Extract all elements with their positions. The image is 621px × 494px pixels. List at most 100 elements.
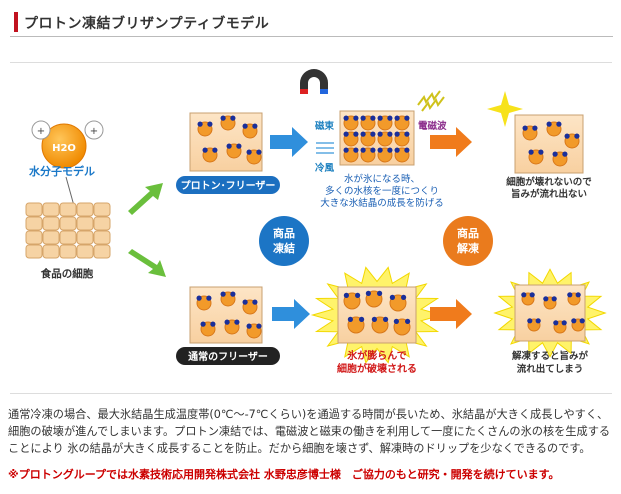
- dot: [196, 295, 202, 301]
- dot: [343, 147, 349, 153]
- dot: [564, 133, 570, 139]
- dot: [387, 131, 393, 137]
- food-cell: [25, 216, 43, 231]
- cold-air-label: 冷風: [315, 162, 335, 174]
- dot: [528, 149, 534, 155]
- dot: [383, 316, 389, 322]
- dot: [529, 292, 535, 298]
- dot: [353, 115, 359, 121]
- dot: [377, 290, 383, 296]
- burst-cells: [343, 290, 411, 336]
- food-cell: [42, 202, 60, 217]
- food-cell: [25, 230, 43, 245]
- dot: [522, 125, 528, 131]
- dot: [360, 131, 366, 137]
- dot: [546, 121, 552, 127]
- food-cell: [93, 244, 111, 259]
- food-cell: [42, 216, 60, 231]
- thaw-badge: 商品 解凍: [443, 216, 493, 266]
- page-title: プロトン凍結ブリザンプティブモデル: [24, 16, 270, 32]
- proton-cells: [197, 115, 262, 165]
- dot: [202, 147, 208, 153]
- dot: [360, 147, 366, 153]
- dot: [394, 147, 400, 153]
- dot: [377, 115, 383, 121]
- dot: [210, 321, 216, 327]
- dot: [535, 318, 541, 324]
- food-cell: [59, 202, 77, 217]
- proton-caption-2: 多くの水核を一度につくり: [325, 185, 439, 197]
- cold-air-icon: [316, 142, 334, 154]
- dot: [256, 323, 262, 329]
- proton-caption-3: 大きな氷結晶の成長を防げる: [320, 197, 444, 209]
- normal-cells: [196, 291, 262, 339]
- dot: [377, 147, 383, 153]
- proton-freezer-badge: [176, 176, 280, 194]
- dot: [242, 123, 248, 129]
- food-cell: [42, 230, 60, 245]
- dot: [370, 131, 376, 137]
- normal-result-1: 解凍すると旨みが: [512, 350, 589, 362]
- dot: [551, 296, 557, 302]
- water-molecule-icon: + + H2O: [31, 120, 104, 169]
- water-model-label: 水分子モデル: [29, 164, 95, 178]
- dot: [220, 291, 226, 297]
- dot: [236, 143, 242, 149]
- arrow-normal-result: [430, 299, 472, 329]
- dot: [538, 149, 544, 155]
- food-cell: [76, 244, 94, 259]
- dot: [521, 292, 527, 298]
- dot: [359, 316, 365, 322]
- proton-freezer-label: プロトン･フリーザー: [181, 179, 276, 192]
- normal-result-2: 流れ出てしまう: [517, 363, 584, 375]
- food-cell: [59, 230, 77, 245]
- dot: [401, 294, 407, 300]
- dot: [389, 294, 395, 300]
- arrow-to-normal: [128, 249, 166, 277]
- thaw-badge-line2: 解凍: [457, 241, 480, 255]
- food-cell: [76, 202, 94, 217]
- dot: [561, 320, 567, 326]
- freeze-badge-line2: 凍結: [273, 241, 295, 255]
- research-note: ※プロトングループでは水素技術応用開発株式会社 水野忠彦博士様 ご協力のもと研究…: [8, 468, 560, 481]
- dot: [343, 115, 349, 121]
- arrow-proton-result: [430, 127, 472, 157]
- electromagnetic-label: 電磁波: [418, 120, 447, 132]
- dot: [567, 292, 573, 298]
- food-cell: [25, 244, 43, 259]
- dot: [226, 143, 232, 149]
- dot: [404, 131, 410, 137]
- food-cell: [59, 216, 77, 231]
- normal-result-cells: [521, 292, 585, 334]
- food-cell: [76, 230, 94, 245]
- dot: [200, 321, 206, 327]
- normal-freezer-badge: [176, 347, 280, 365]
- dot: [370, 115, 376, 121]
- description-text: 通常冷凍の場合、最大氷結晶生成温度帯(0℃～-7℃くらい)を通過する時間が長いた…: [8, 408, 611, 455]
- food-cell-label: 食品の細胞: [40, 267, 94, 280]
- dot: [252, 123, 258, 129]
- dot: [574, 133, 580, 139]
- dot: [387, 115, 393, 121]
- freeze-badge-line1: 商品: [273, 226, 295, 240]
- magnet-icon: [300, 69, 328, 94]
- dot: [212, 147, 218, 153]
- dot: [562, 151, 568, 157]
- dot: [220, 115, 226, 121]
- dot: [242, 299, 248, 305]
- dot: [197, 121, 203, 127]
- dot: [543, 296, 549, 302]
- normal-caption-1: 氷が膨らんで: [346, 349, 407, 362]
- magnetic-flux-label: 磁束: [315, 120, 335, 132]
- dot: [404, 115, 410, 121]
- dot: [224, 319, 230, 325]
- dot: [371, 316, 377, 322]
- dot: [234, 319, 240, 325]
- proton-result-2: 旨みが流れ出ない: [511, 188, 587, 200]
- frozen-cells: [343, 115, 410, 163]
- arrow-normal-freeze: [272, 299, 310, 329]
- dot: [393, 318, 399, 324]
- dot: [394, 115, 400, 121]
- food-cell: [42, 244, 60, 259]
- dot: [579, 318, 585, 324]
